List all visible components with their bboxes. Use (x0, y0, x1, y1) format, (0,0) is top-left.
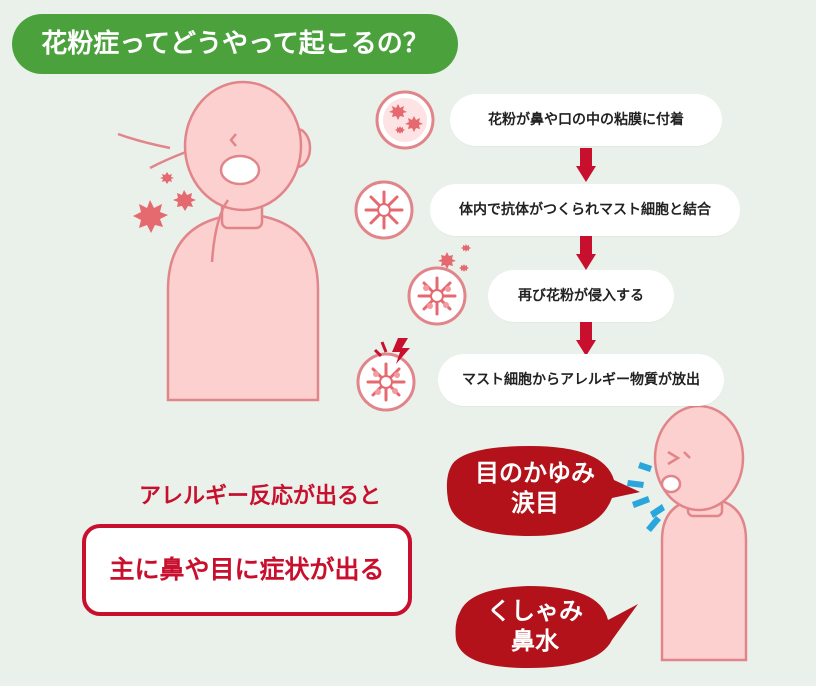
step-box-2: 体内で抗体がつくられマスト細胞と結合 (430, 184, 740, 236)
nose-symptom-line2: 鼻水 (511, 627, 559, 655)
person-figure-top (117, 80, 320, 402)
tears-icon (627, 462, 665, 532)
step-box-3: 再び花粉が侵入する (488, 270, 674, 322)
nose-symptom-line1: くしゃみ (487, 597, 583, 625)
result-box: 主に鼻や目に症状が出る (82, 524, 412, 616)
pollen-icon-large (133, 200, 168, 233)
pollen-icon-medium (173, 190, 196, 211)
bubble-nose-symptom (455, 586, 638, 668)
pollen-icon-floating (438, 244, 471, 272)
down-arrow-icon (576, 322, 596, 358)
person-figure-sneezing (653, 404, 748, 662)
reaction-label: アレルギー反応が出ると (138, 484, 381, 509)
bubble-eye-symptom (446, 446, 640, 536)
lightning-icon (373, 338, 410, 364)
mast-cell-icon-step4 (356, 352, 416, 412)
down-arrow-icon (576, 236, 596, 272)
step-box-1: 花粉が鼻や口の中の粘膜に付着 (450, 94, 722, 146)
bubble-eye-text: 目のかゆみ 涙目 (460, 458, 610, 518)
eye-symptom-line2: 涙目 (511, 489, 559, 517)
pollen-icon-small (160, 172, 174, 184)
sneeze-mouth (660, 474, 682, 494)
mast-cell-icon-step3 (407, 266, 467, 326)
page-title: 花粉症ってどうやって起こるの？ (12, 14, 458, 74)
pollen-icon-circle (375, 90, 435, 150)
down-arrow-icon (576, 148, 596, 184)
mast-cell-icon-step2 (354, 180, 414, 240)
bubble-nose-text: くしゃみ 鼻水 (460, 596, 610, 656)
step-box-4: マスト細胞からアレルギー物質が放出 (438, 354, 724, 406)
eye-symptom-line1: 目のかゆみ (475, 459, 595, 487)
open-mouth (219, 154, 261, 186)
